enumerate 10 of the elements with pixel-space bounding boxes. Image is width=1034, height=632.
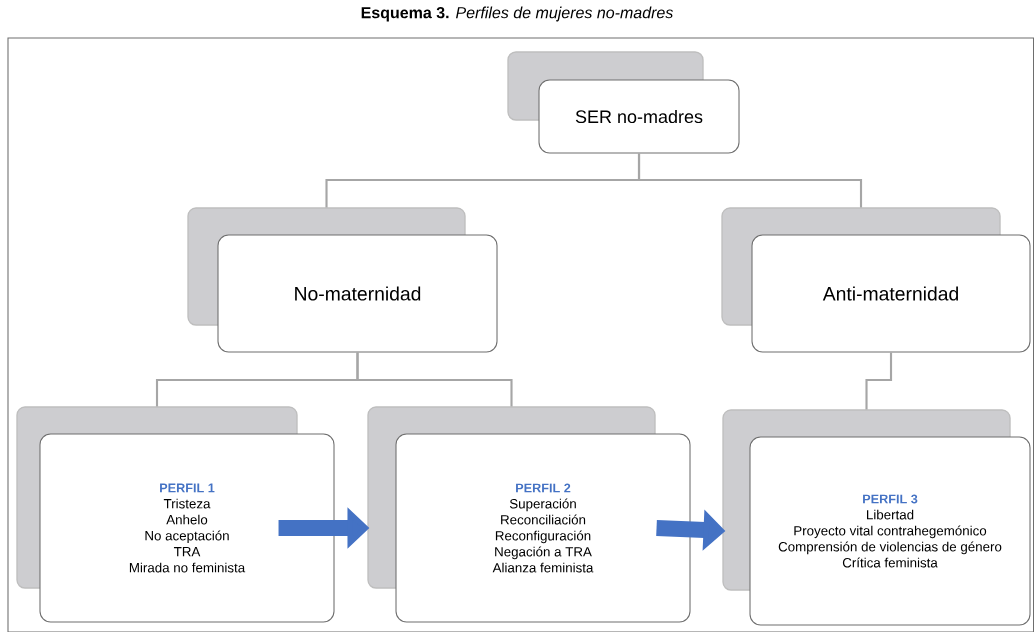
connector-line: [865, 352, 893, 410]
category-box: No-maternidad: [187, 207, 498, 353]
connector-line: [356, 352, 513, 407]
profile-box: PERFIL 2 Superación Reconciliación Reconfiguración Negación a TRA Alianza feminista: [367, 406, 691, 623]
connector-line: [637, 153, 863, 208]
title: Esquema 3. Perfiles de mujeres no-madres: [361, 6, 673, 22]
category-box: SER no-madres: [507, 51, 740, 154]
profile-box: PERFIL 3 Libertad Proyecto vital contrahegemónico Comprensión de violencias de género Crítica feminista: [722, 409, 1031, 626]
category-box: Anti-maternidad: [721, 207, 1031, 353]
profile-box: PERFIL 1 Tristeza Anhelo No aceptación TRA Mirada no feminista: [16, 406, 335, 623]
